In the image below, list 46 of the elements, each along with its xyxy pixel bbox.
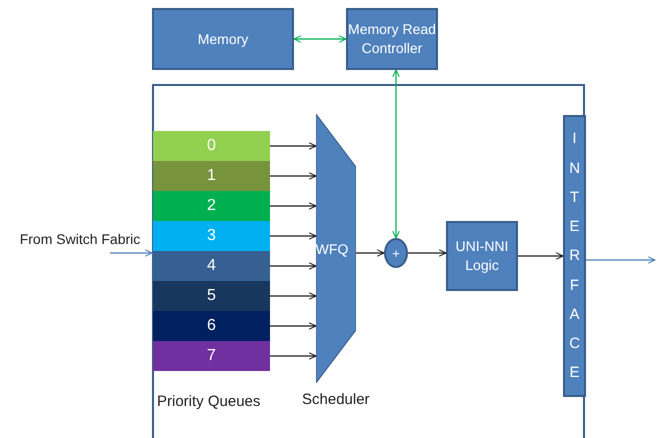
arrow bbox=[270, 262, 317, 270]
node-label: UNI-NNI Logic bbox=[454, 237, 510, 275]
arrow bbox=[293, 35, 347, 43]
arrow bbox=[270, 202, 317, 210]
queue-number: 3 bbox=[207, 227, 216, 245]
arrow bbox=[270, 142, 317, 150]
arrow bbox=[518, 252, 564, 260]
caption-text: Priority Queues bbox=[157, 393, 260, 410]
queue-number: 4 bbox=[207, 257, 216, 275]
arrow bbox=[392, 69, 400, 239]
node-label: From Switch Fabric bbox=[20, 231, 140, 247]
queue-bar bbox=[153, 281, 270, 311]
process-box bbox=[346, 8, 438, 70]
arrow bbox=[270, 352, 317, 360]
arrow bbox=[270, 292, 317, 300]
node-label: Memory bbox=[198, 30, 248, 48]
interface-bar bbox=[563, 115, 586, 397]
arrow bbox=[408, 249, 447, 257]
queue-bar bbox=[153, 251, 270, 281]
arrow bbox=[110, 249, 153, 257]
queue-bar bbox=[153, 161, 270, 191]
queue-number: 1 bbox=[207, 167, 216, 185]
node-label: WFQ bbox=[316, 240, 348, 256]
arrow bbox=[586, 256, 656, 264]
queue-number: 7 bbox=[207, 347, 216, 365]
node-label: INTERFACE bbox=[569, 129, 580, 384]
process-box bbox=[152, 8, 294, 70]
arrow bbox=[356, 249, 385, 257]
queue-number: 2 bbox=[207, 197, 216, 215]
arrow bbox=[270, 322, 317, 330]
queue-bar bbox=[153, 221, 270, 251]
adder-circle bbox=[384, 238, 408, 268]
queue-bar bbox=[153, 311, 270, 341]
arrow bbox=[270, 172, 317, 180]
node-label: + bbox=[392, 246, 400, 260]
queue-bar bbox=[153, 341, 270, 371]
frame-box bbox=[152, 84, 585, 438]
arrow bbox=[270, 232, 317, 240]
caption-text: Scheduler bbox=[302, 391, 370, 408]
queue-bar bbox=[153, 191, 270, 221]
queue-number: 5 bbox=[207, 287, 216, 305]
node-label: Memory Read Controller bbox=[348, 20, 436, 58]
queue-number: 6 bbox=[207, 317, 216, 335]
queue-bar bbox=[153, 131, 270, 161]
process-box bbox=[446, 221, 518, 291]
queue-number: 0 bbox=[207, 137, 216, 155]
